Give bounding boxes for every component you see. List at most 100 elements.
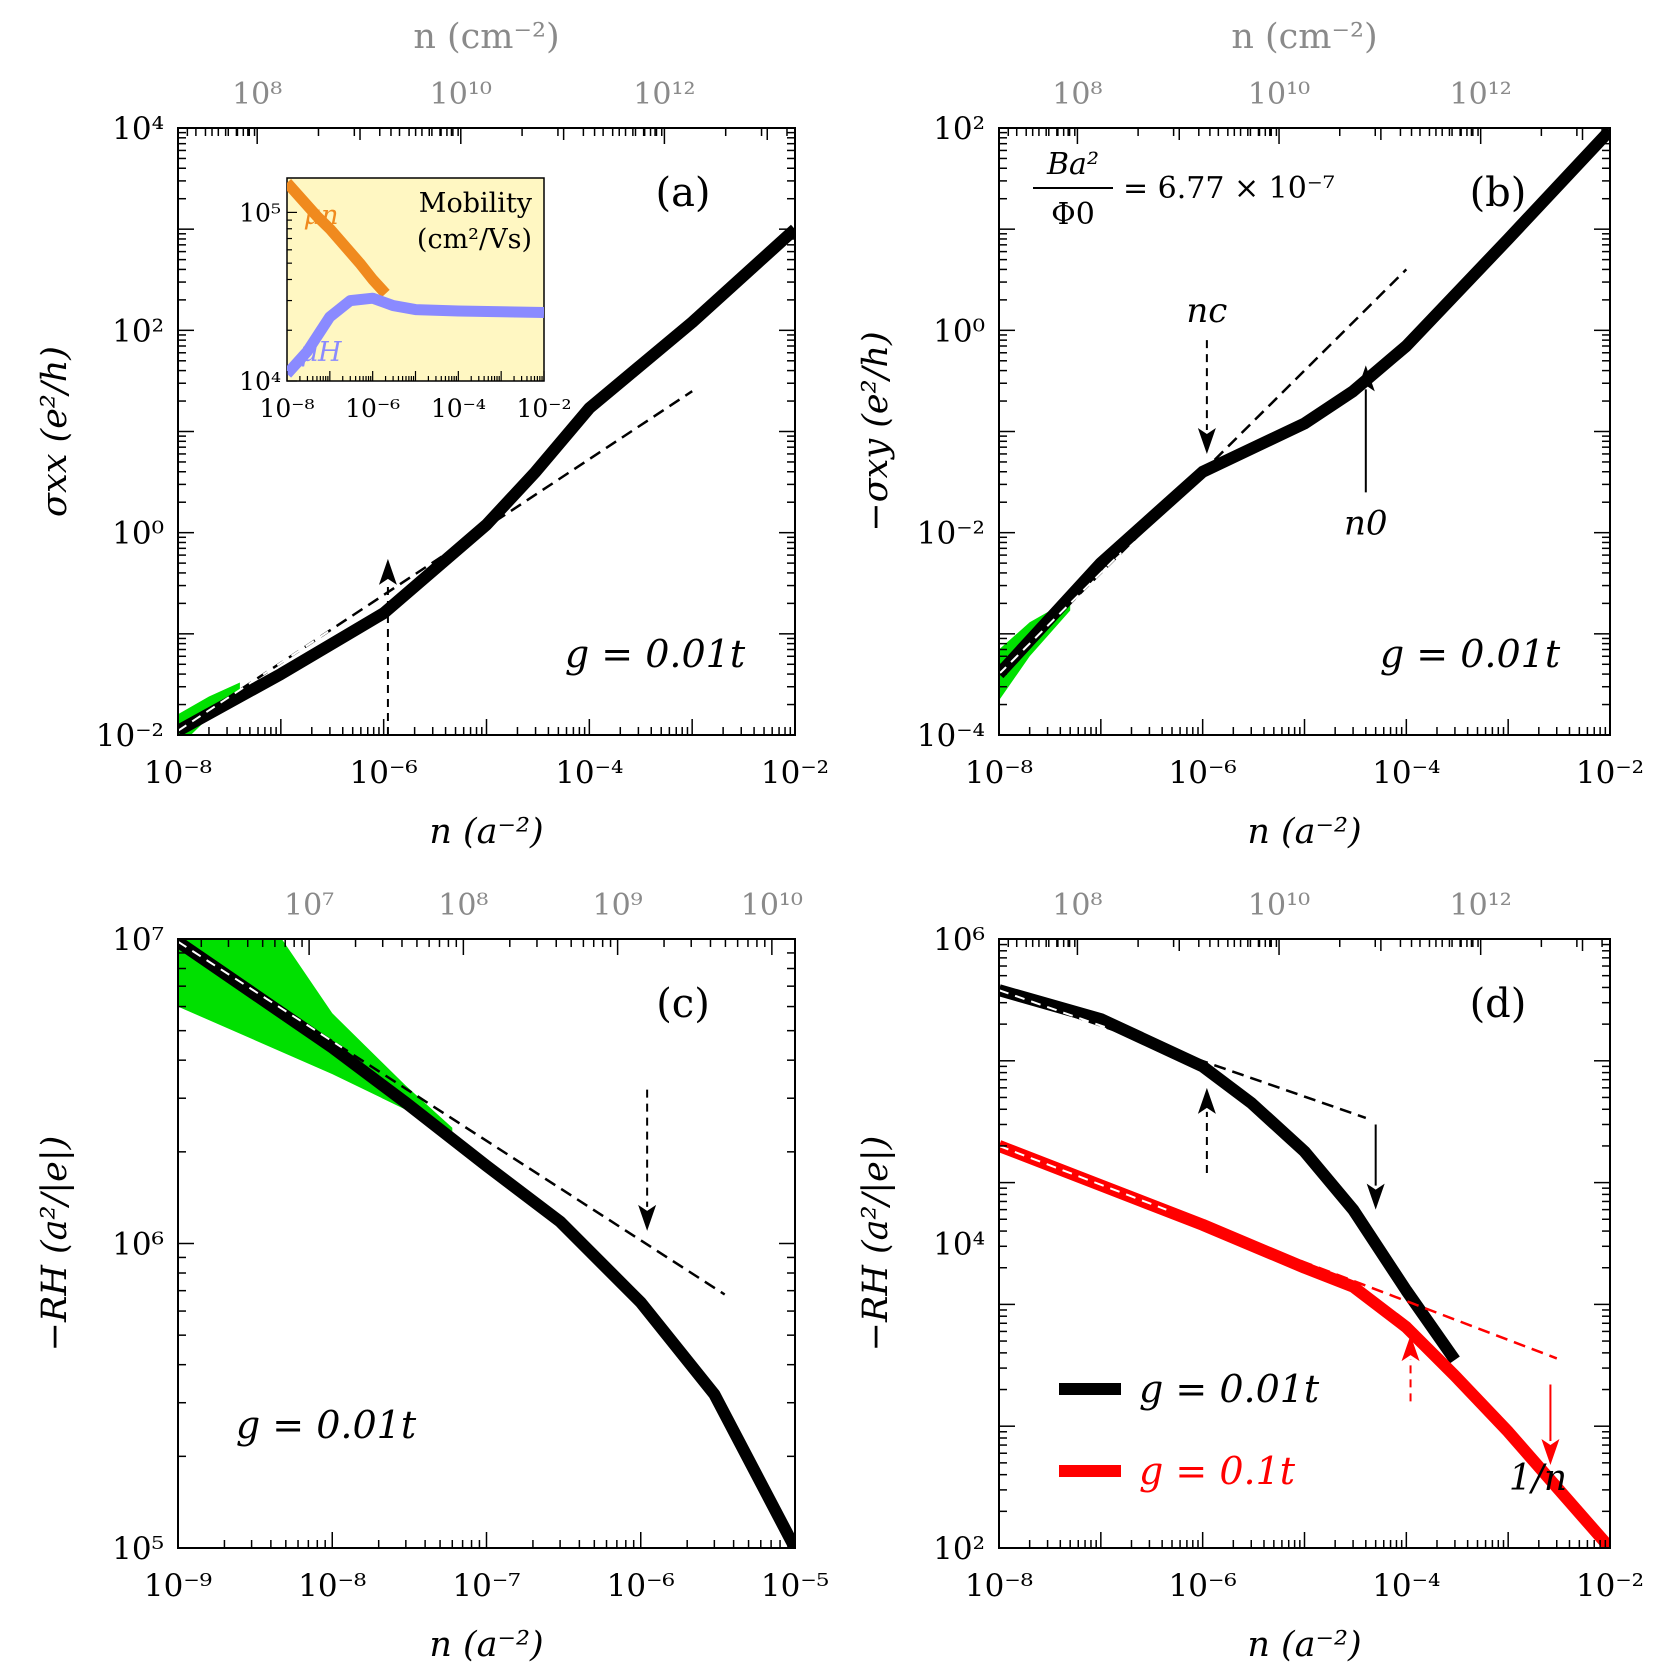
y-axis-label: −RH (a²/|e|) bbox=[856, 1136, 896, 1352]
parameter-annotation: g = 0.01t bbox=[1380, 632, 1561, 676]
arrow-label-n0: n0 bbox=[1344, 503, 1388, 543]
arrow-label-nc: nc bbox=[1186, 291, 1227, 331]
y-tick-label: 10⁴ bbox=[112, 111, 164, 147]
y-tick-label: 10⁰ bbox=[933, 313, 985, 349]
x-axis-label: n (a⁻²) bbox=[1247, 1625, 1361, 1665]
x-tick-label: 10⁻⁸ bbox=[965, 1568, 1033, 1604]
axis-ticks bbox=[998, 127, 1611, 736]
y-axis-label: −RH (a²/|e|) bbox=[35, 1136, 75, 1352]
y-axis-label: −σxy (e²/h) bbox=[856, 331, 896, 531]
arrow-head bbox=[1541, 1439, 1560, 1466]
inset-x-tick-label: 10⁻⁸ bbox=[259, 394, 314, 423]
arrow-0 bbox=[378, 558, 397, 735]
axis-ticks bbox=[177, 938, 796, 1549]
top-tick-label: 10⁸ bbox=[438, 888, 488, 923]
inset-series-label: μH bbox=[300, 337, 342, 368]
top-axis-label: n (cm⁻²) bbox=[413, 17, 559, 57]
series-line bbox=[999, 128, 1610, 679]
x-axis-label: n (a⁻²) bbox=[429, 812, 543, 852]
axis-ticks bbox=[998, 938, 1611, 1549]
x-tick-label: 10⁻⁶ bbox=[1169, 1568, 1237, 1604]
top-tick-label: 10⁸ bbox=[1052, 888, 1102, 923]
top-tick-label: 10⁸ bbox=[232, 77, 282, 112]
x-tick-label: 10⁻⁴ bbox=[1372, 1568, 1440, 1604]
field-numerator: Ba² bbox=[1046, 147, 1099, 182]
arrow-0 bbox=[1197, 1087, 1216, 1173]
x-tick-label: 10⁻⁸ bbox=[965, 755, 1033, 791]
top-tick-label: 10¹⁰ bbox=[741, 888, 803, 923]
panel-label: (b) bbox=[1470, 170, 1527, 216]
y-tick-label: 10⁻² bbox=[96, 718, 164, 754]
plot-area bbox=[178, 224, 795, 735]
x-tick-label: 10⁻⁶ bbox=[350, 755, 418, 791]
inset-y-tick-label: 10⁵ bbox=[239, 198, 281, 227]
arrow-head bbox=[1401, 1335, 1420, 1362]
x-tick-label: 10⁻⁷ bbox=[452, 1568, 520, 1604]
y-tick-label: 10⁰ bbox=[112, 516, 164, 552]
x-axis-label: n (a⁻²) bbox=[1247, 812, 1361, 852]
inset-plot bbox=[287, 179, 544, 378]
top-tick-label: 10⁸ bbox=[1052, 77, 1102, 112]
arrow-head bbox=[1197, 1087, 1216, 1114]
y-tick-label: 10⁶ bbox=[112, 1227, 164, 1263]
y-tick-label: 10⁴ bbox=[933, 1227, 985, 1263]
arrow-3 bbox=[1541, 1384, 1560, 1466]
fit-dashed-line bbox=[999, 989, 1367, 1120]
top-tick-label: 10¹⁰ bbox=[1248, 888, 1310, 923]
y-tick-label: 10² bbox=[933, 1531, 985, 1567]
x-tick-label: 10⁻⁶ bbox=[607, 1568, 675, 1604]
top-tick-label: 10⁷ bbox=[284, 888, 334, 923]
top-axis-label: n (cm⁻²) bbox=[1231, 17, 1377, 57]
x-tick-label: 10⁻⁶ bbox=[1169, 755, 1237, 791]
arrow-head bbox=[1356, 365, 1375, 392]
arrow-nc bbox=[1197, 340, 1216, 454]
inset-x-tick-label: 10⁻⁴ bbox=[431, 394, 486, 423]
plot-area bbox=[999, 984, 1610, 1548]
fit-dashed-line bbox=[999, 268, 1408, 675]
x-tick-label: 10⁻² bbox=[1576, 1568, 1644, 1604]
x-tick-label: 10⁻⁵ bbox=[761, 1568, 829, 1604]
x-axis-label: n (a⁻²) bbox=[429, 1625, 543, 1665]
parameter-annotation: g = 0.01t bbox=[236, 1403, 417, 1447]
plot-area bbox=[999, 128, 1610, 701]
y-axis-label: σxx (e²/h) bbox=[35, 346, 75, 517]
x-tick-label: 10⁻⁹ bbox=[144, 1568, 212, 1604]
series-line bbox=[999, 984, 1460, 1364]
x-tick-label: 10⁻² bbox=[761, 755, 829, 791]
panel-label: (a) bbox=[655, 170, 710, 216]
legend-label: g = 0.01t bbox=[1139, 1367, 1320, 1411]
fit-dashed-line bbox=[178, 940, 726, 1296]
field-value: = 6.77 × 10⁻⁷ bbox=[1123, 171, 1335, 206]
arrow-1 bbox=[1366, 1124, 1385, 1210]
arrow-head bbox=[1366, 1183, 1385, 1210]
y-tick-label: 10⁵ bbox=[112, 1531, 164, 1567]
y-tick-label: 10² bbox=[933, 111, 985, 147]
fit-overlay-line bbox=[999, 551, 1122, 675]
plot-frame bbox=[998, 938, 1611, 1549]
series-line bbox=[178, 224, 795, 735]
arrow-2 bbox=[1401, 1335, 1420, 1402]
arrow-n0 bbox=[1356, 365, 1375, 493]
fit-dashed-line bbox=[999, 1144, 1558, 1360]
arrow-0 bbox=[638, 1089, 657, 1231]
top-tick-label: 10¹² bbox=[1450, 888, 1512, 923]
parameter-annotation: g = 0.01t bbox=[565, 632, 746, 676]
y-tick-label: 10⁷ bbox=[112, 922, 164, 958]
arrow-head bbox=[378, 558, 397, 585]
axis-ticks bbox=[177, 127, 796, 736]
scaling-annotation: 1/n bbox=[1509, 1458, 1567, 1499]
top-tick-label: 10¹² bbox=[1450, 77, 1512, 112]
inset-background bbox=[286, 177, 545, 382]
y-tick-label: 10⁻² bbox=[917, 516, 985, 552]
top-tick-label: 10¹⁰ bbox=[1248, 77, 1310, 112]
plot-area bbox=[178, 939, 795, 1548]
inset-title: Mobility bbox=[419, 188, 533, 219]
inset-series-line bbox=[287, 179, 390, 298]
x-tick-label: 10⁻² bbox=[1576, 755, 1644, 791]
inset-x-tick-label: 10⁻² bbox=[516, 394, 571, 423]
field-denominator: Φ0 bbox=[1051, 197, 1095, 232]
fit-overlay-line bbox=[178, 628, 333, 732]
inset-x-tick-label: 10⁻⁶ bbox=[345, 394, 400, 423]
